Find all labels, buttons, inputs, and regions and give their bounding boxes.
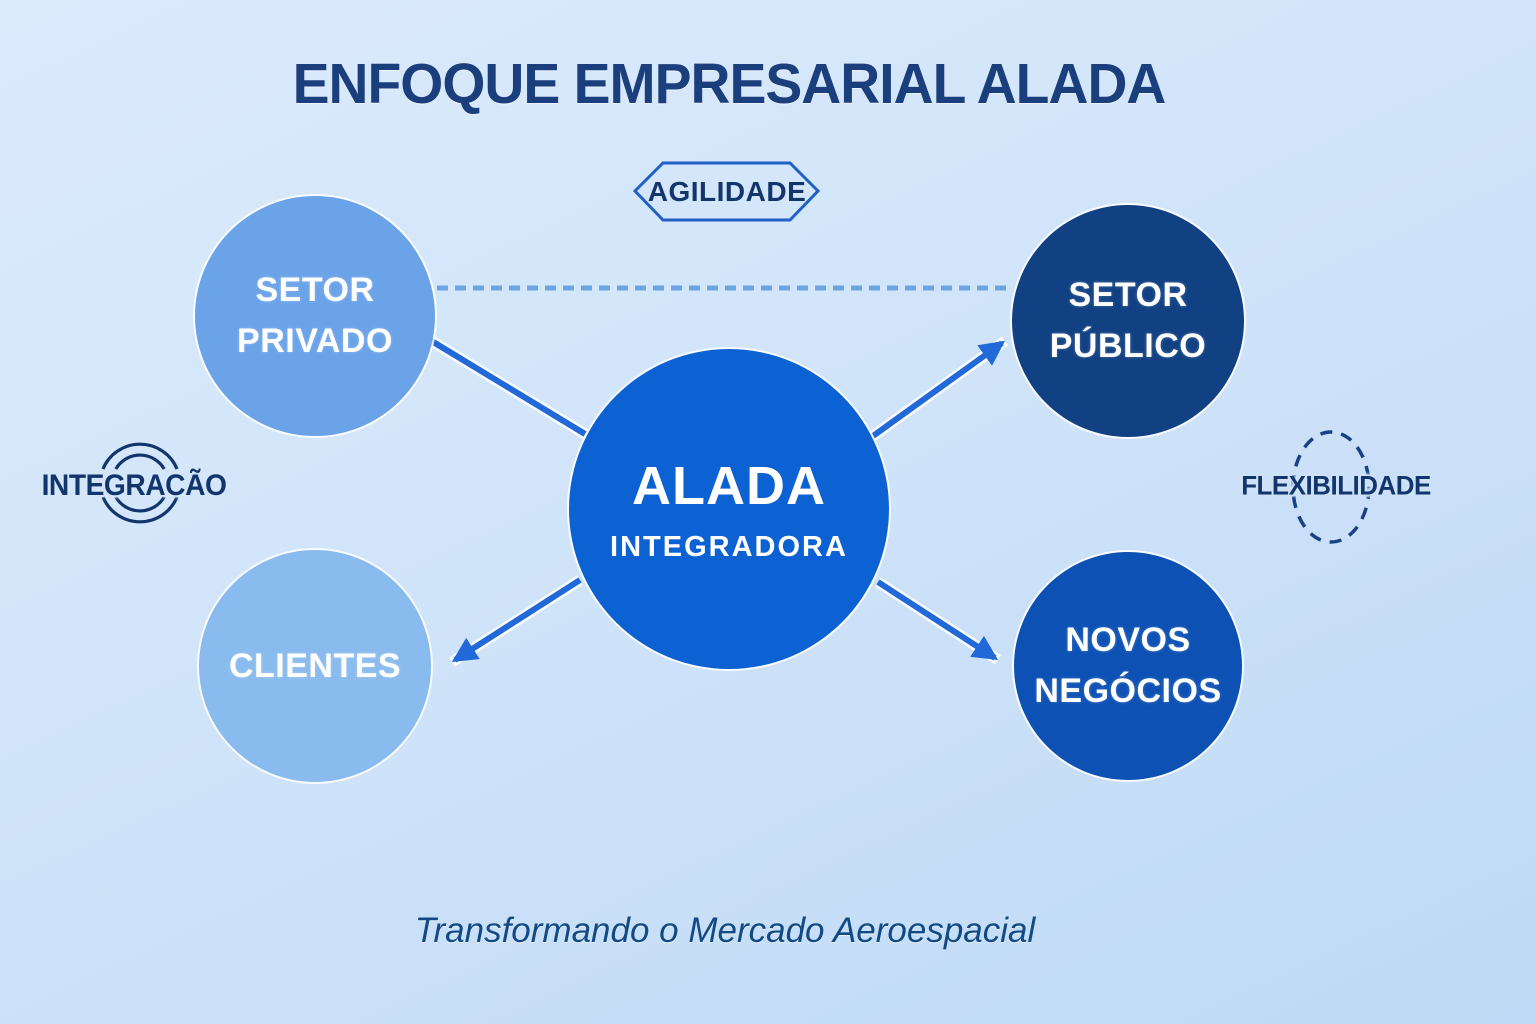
node-setor-privado: SETOR PRIVADO	[195, 196, 435, 436]
node-setor-publico: SETOR PÚBLICO	[1012, 205, 1244, 437]
center-node-name: ALADA	[632, 455, 826, 516]
node-clientes: CLIENTES	[199, 550, 431, 782]
flexibility-badge-label: FLEXIBILIDADE	[1241, 470, 1431, 501]
agility-badge-label: AGILIDADE	[647, 176, 807, 207]
node-setor-publico-label: SETOR PÚBLICO	[1049, 276, 1207, 365]
node-setor-privado-label: SETOR PRIVADO	[237, 271, 393, 360]
node-alada-center: ALADA INTEGRADORA	[569, 349, 889, 669]
arrow-alada-to-novos	[876, 579, 999, 661]
tagline: Transformando o Mercado Aeroespacial	[414, 911, 1036, 950]
page-title: ENFOQUE EMPRESARIAL ALADA	[292, 52, 1167, 116]
arrow-alada-to-publico	[871, 340, 1006, 439]
center-node-subtitle: INTEGRADORA	[610, 530, 848, 563]
integration-badge-label: INTEGRACÃO	[41, 469, 227, 502]
node-clientes-label: CLIENTES	[228, 646, 402, 685]
arrow-alada-to-clientes	[451, 577, 582, 663]
node-novos-negocios: NOVOS NEGÓCIOS	[1014, 552, 1242, 780]
node-novos-negocios-label: NOVOS NEGÓCIOS	[1034, 621, 1222, 710]
link-privado-to-alada	[428, 337, 587, 437]
